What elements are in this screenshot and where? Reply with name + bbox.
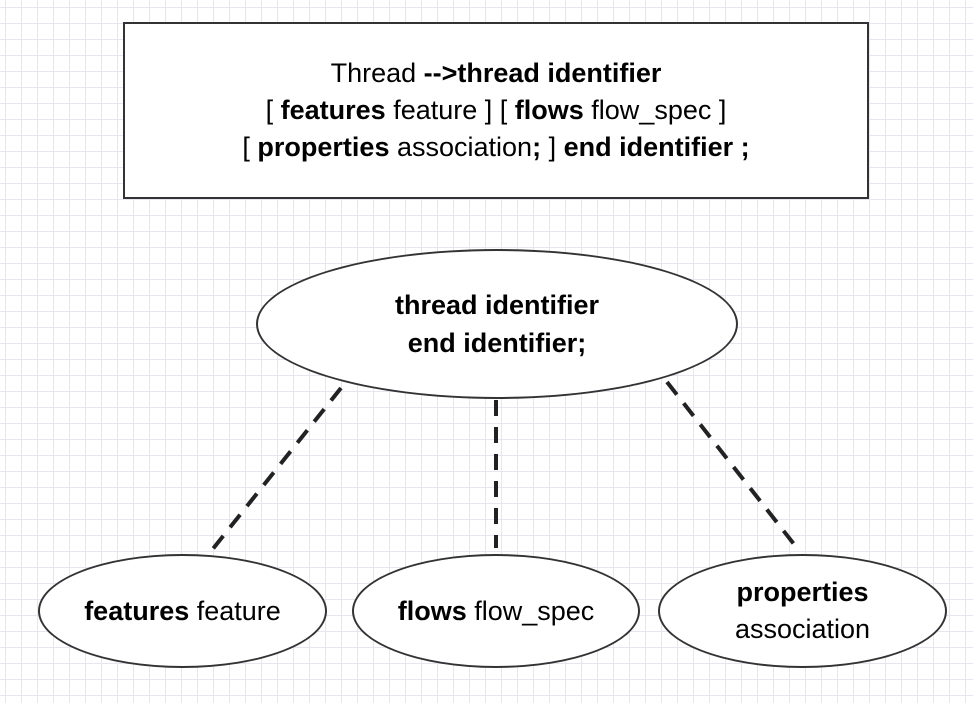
grammar-keyword: features (280, 95, 386, 125)
grammar-text: Thread (330, 58, 424, 88)
grammar-text: [ (265, 95, 281, 125)
grammar-line-1: Thread -->thread identifier (331, 55, 662, 92)
flows-node-label: flows flow_spec (398, 593, 595, 629)
root-node-line-1: thread identifier (394, 290, 600, 320)
properties-keyword: properties (736, 577, 869, 607)
edge-root-to-features (210, 386, 343, 552)
grammar-semicolon: ; (532, 132, 542, 162)
grammar-text: ] (541, 132, 564, 162)
grammar-text: association (389, 132, 533, 162)
grammar-keyword: end identifier ; (563, 132, 750, 162)
properties-text: association (734, 614, 871, 644)
flows-keyword: flows (397, 596, 467, 626)
grammar-text: flow_spec ] (583, 95, 727, 125)
edge-root-to-properties (665, 380, 799, 550)
grammar-rule-box: Thread -->thread identifier [ features f… (123, 22, 869, 199)
flows-node: flows flow_spec (352, 554, 640, 668)
grammar-keyword: properties (257, 132, 390, 162)
grammar-text: feature ] [ (385, 95, 515, 125)
features-keyword: features (84, 596, 190, 626)
root-node: thread identifier end identifier; (256, 249, 738, 399)
grammar-arrow: --> (423, 58, 458, 88)
grammar-text: [ (242, 132, 258, 162)
features-node-label: features feature (84, 593, 281, 629)
grammar-line-2: [ features feature ] [ flows flow_spec ] (266, 92, 727, 129)
root-node-line-2: end identifier; (407, 328, 587, 358)
features-node: features feature (38, 554, 327, 668)
grammar-line-3: [ properties association; ] end identifi… (242, 129, 749, 166)
properties-node: properties association (658, 554, 947, 668)
grammar-keyword: flows (514, 95, 584, 125)
features-text: feature (189, 596, 281, 626)
grammar-keyword: thread identifier (457, 58, 662, 88)
flows-text: flow_spec (466, 596, 595, 626)
